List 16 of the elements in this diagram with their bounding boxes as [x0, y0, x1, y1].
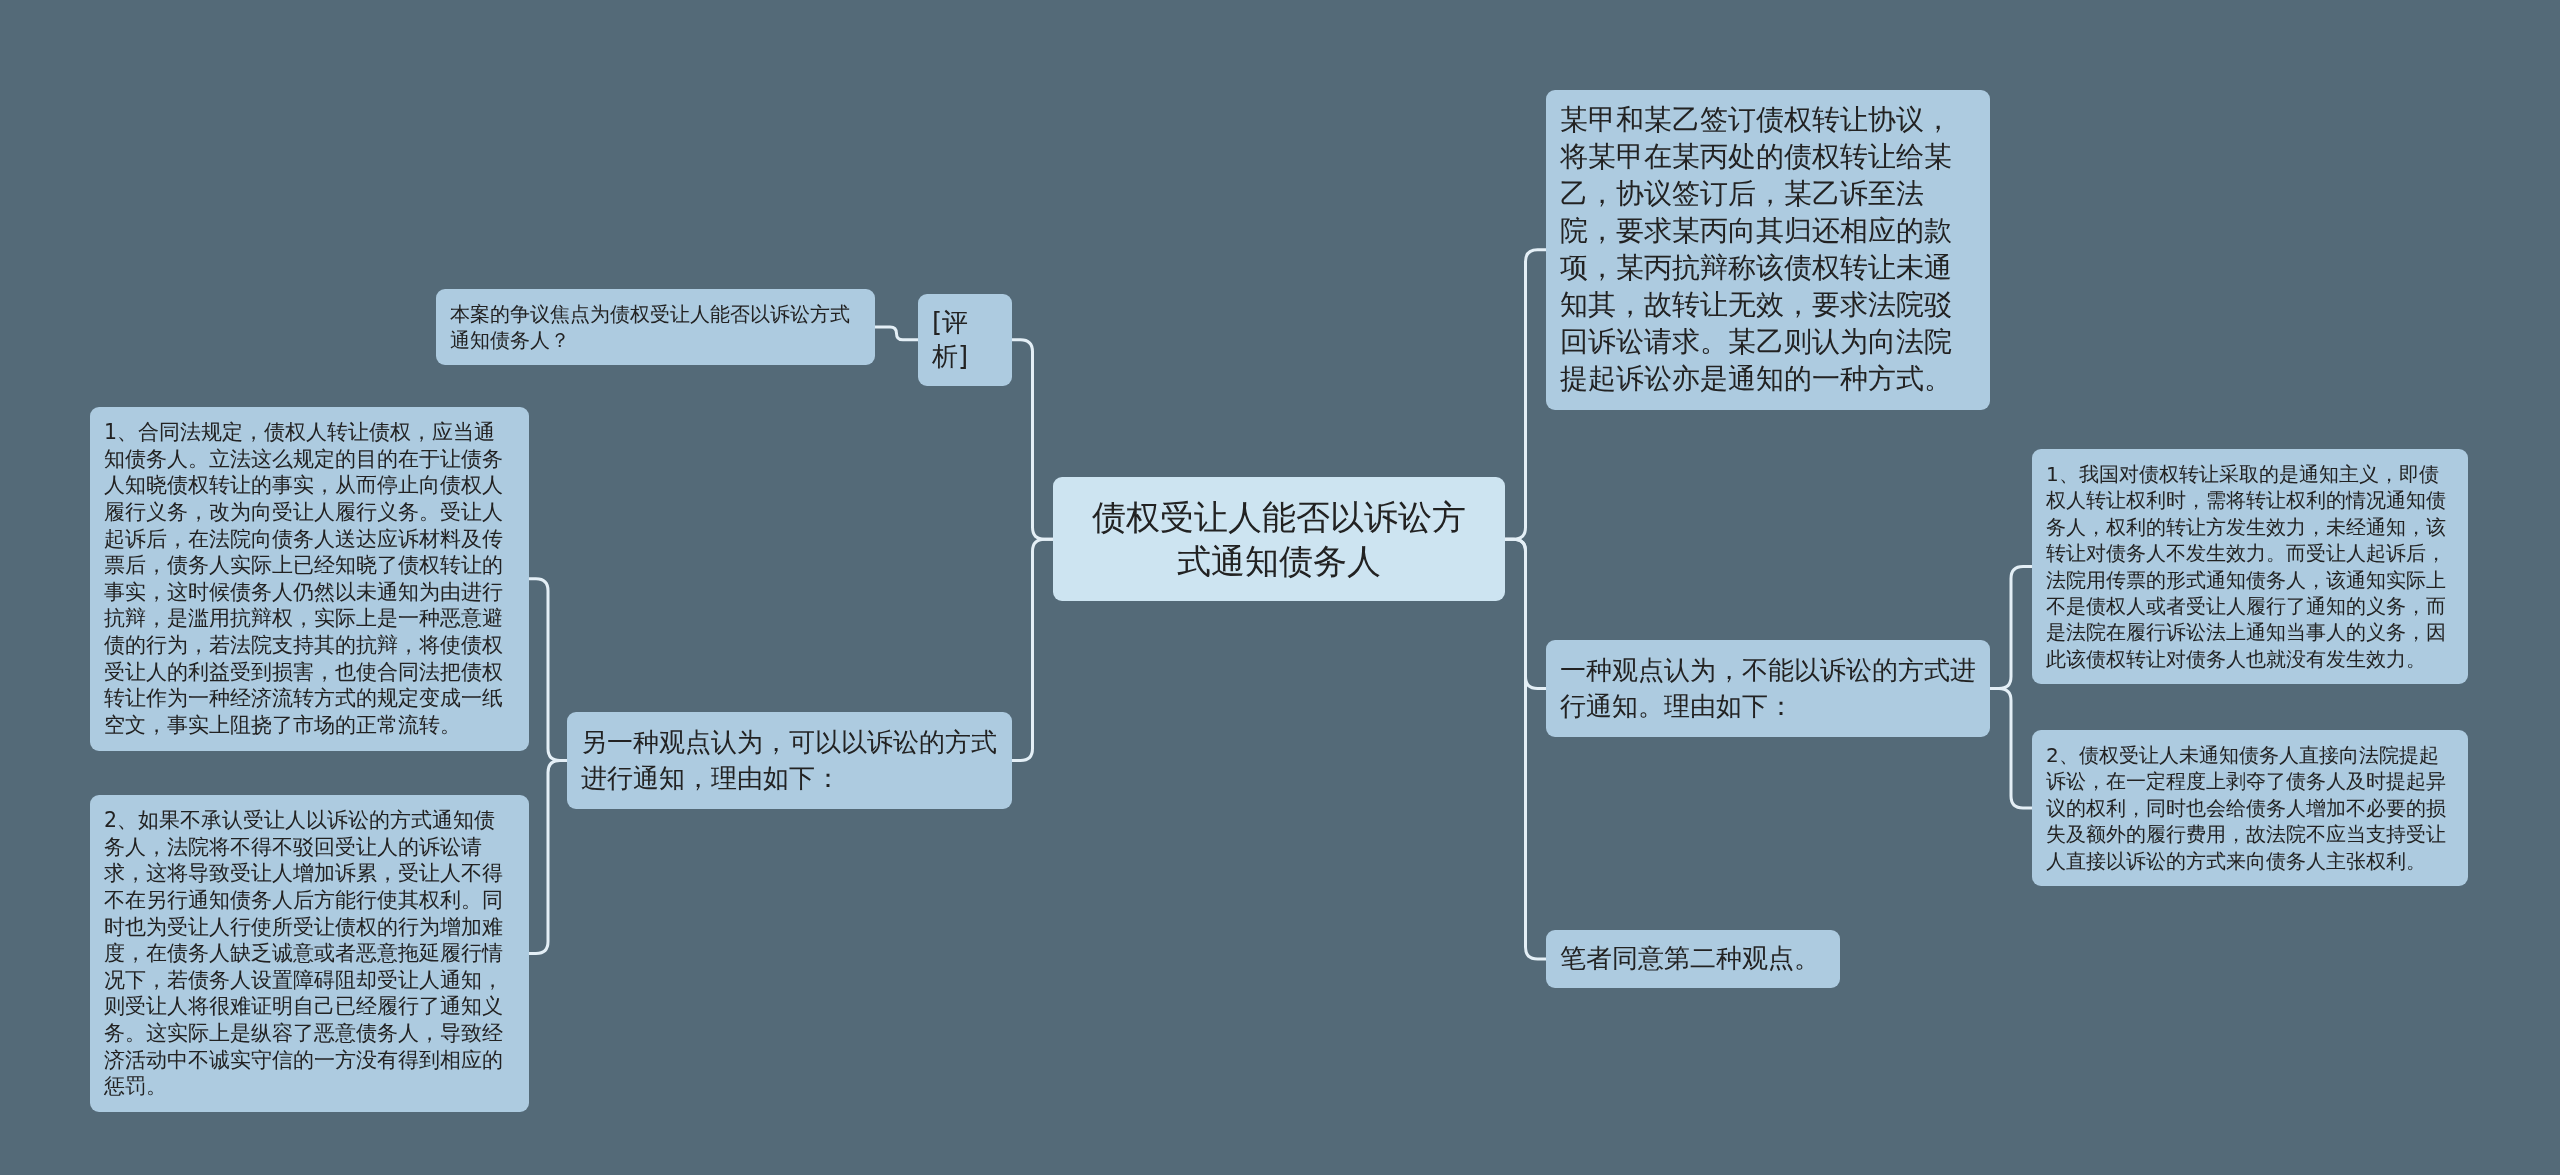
topic-box: 笔者同意第二种观点。 — [1546, 930, 1840, 988]
central-topic-box: 债权受让人能否以诉讼方式通知债务人 — [1053, 477, 1505, 602]
topic-box: [评析] — [918, 294, 1012, 386]
connector-line — [875, 325, 918, 342]
connector-line — [529, 758, 567, 955]
topic-box: 1、我国对债权转让采取的是通知主义，即债权人转让权利时，需将转让权利的情况通知债务人，权利的转让方发生效力，未经通知，该转让对债务人不发生效力。而受让人起诉后，法院用传票的形式通知债务人，该通知实际上不是债权人或者受让人履行了通知的义务，而是法院在履行诉讼法上通知当事人的义务，因此该债权转让对债务人也就没有发生效力。 — [2032, 449, 2468, 685]
connector-line — [1505, 537, 1546, 961]
connector-line — [1012, 537, 1053, 762]
topic-box: 2、债权受让人未通知债务人直接向法院提起诉讼，在一定程度上剥夺了债务人及时提起异议的权利，同时也会给债务人增加不必要的损失及额外的履行费用，故法院不应当支持受让人直接以诉讼的方式来向债务人主张权利。 — [2032, 730, 2468, 886]
connector-line — [1990, 686, 2032, 810]
topic-box: 某甲和某乙签订债权转让协议，将某甲在某丙处的债权转让给某乙，协议签订后，某乙诉至法院，要求某丙向其归还相应的款项，某丙抗辩称该债权转让未通知其，故转让无效，要求法院驳回诉讼请求。某乙则认为向法院提起诉讼亦是通知的一种方式。 — [1546, 90, 1990, 410]
topic-box: 另一种观点认为，可以以诉讼的方式进行通知，理由如下： — [567, 712, 1012, 809]
topic-box: 1、合同法规定，债权人转让债权，应当通知债务人。立法这么规定的目的在于让债务人知晓债权转让的事实，从而停止向债权人履行义务，改为向受让人履行义务。受让人起诉后，在法院向债务人送达应诉材料及传票后，债务人实际上已经知晓了债权转让的事实，这时候债务人仍然以未通知为由进行抗辩，是滥用抗辩权，实际上是一种恶意避债的行为，若法院支持其的抗辩，将使债权受让人的利益受到损害，也使合同法把债权转让作为一种经济流转方式的规定变成一纸空文，事实上阻挠了市场的正常流转。 — [90, 407, 529, 751]
topic-box: 本案的争议焦点为债权受让人能否以诉讼方式通知债务人？ — [436, 289, 875, 365]
topic-box: 一种观点认为，不能以诉讼的方式进行通知。理由如下： — [1546, 640, 1990, 737]
topic-box: 2、如果不承认受让人以诉讼的方式通知债务人，法院将不得不驳回受让人的诉讼请求，这将导致受让人增加诉累，受让人不得不在另行通知债务人后方能行使其权利。同时也为受让人行使所受让债权的行为增加难度，在债务人缺乏诚意或者恶意拖延履行情况下，若债务人设置障碍阻却受让人通知，则受让人将很难证明自己已经履行了通知义务。这实际上是纵容了恶意债务人，导致经济活动中不诚实守信的一方没有得到相应的惩罚。 — [90, 795, 529, 1113]
